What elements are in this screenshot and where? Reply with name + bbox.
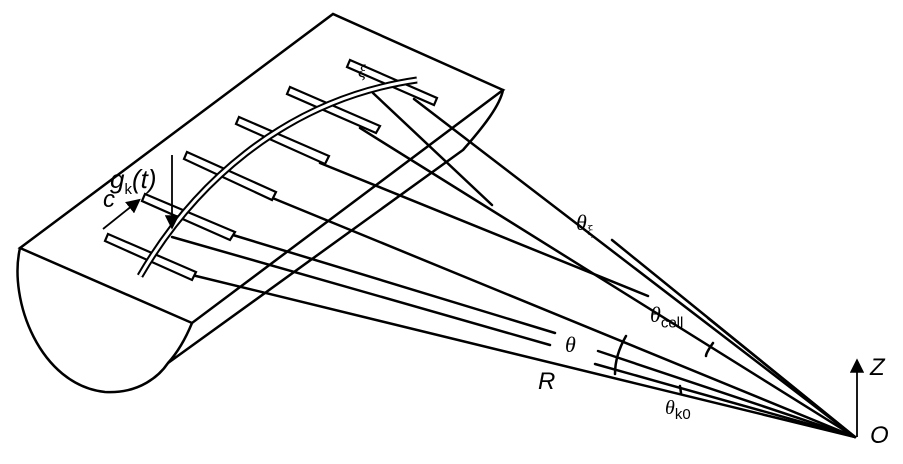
track-curve xyxy=(136,76,418,278)
cylinder-body xyxy=(16,12,506,394)
label-theta-k0: θk0 xyxy=(665,397,691,423)
angle-arcs xyxy=(613,334,715,395)
label-xi: ξ xyxy=(358,61,366,81)
sensor-cells xyxy=(103,58,439,282)
label-c: c xyxy=(103,186,115,213)
rays xyxy=(170,91,857,439)
label-R: R xyxy=(538,368,556,395)
label-gk-t: gk(t) xyxy=(110,164,157,199)
label-theta: θ xyxy=(565,332,576,357)
label-theta-xi: θξ xyxy=(576,210,594,240)
velocity-arrow xyxy=(102,198,141,230)
label-Z: Z xyxy=(870,354,885,381)
label-theta-cell: θcell xyxy=(650,302,684,332)
label-O: O xyxy=(870,422,889,449)
